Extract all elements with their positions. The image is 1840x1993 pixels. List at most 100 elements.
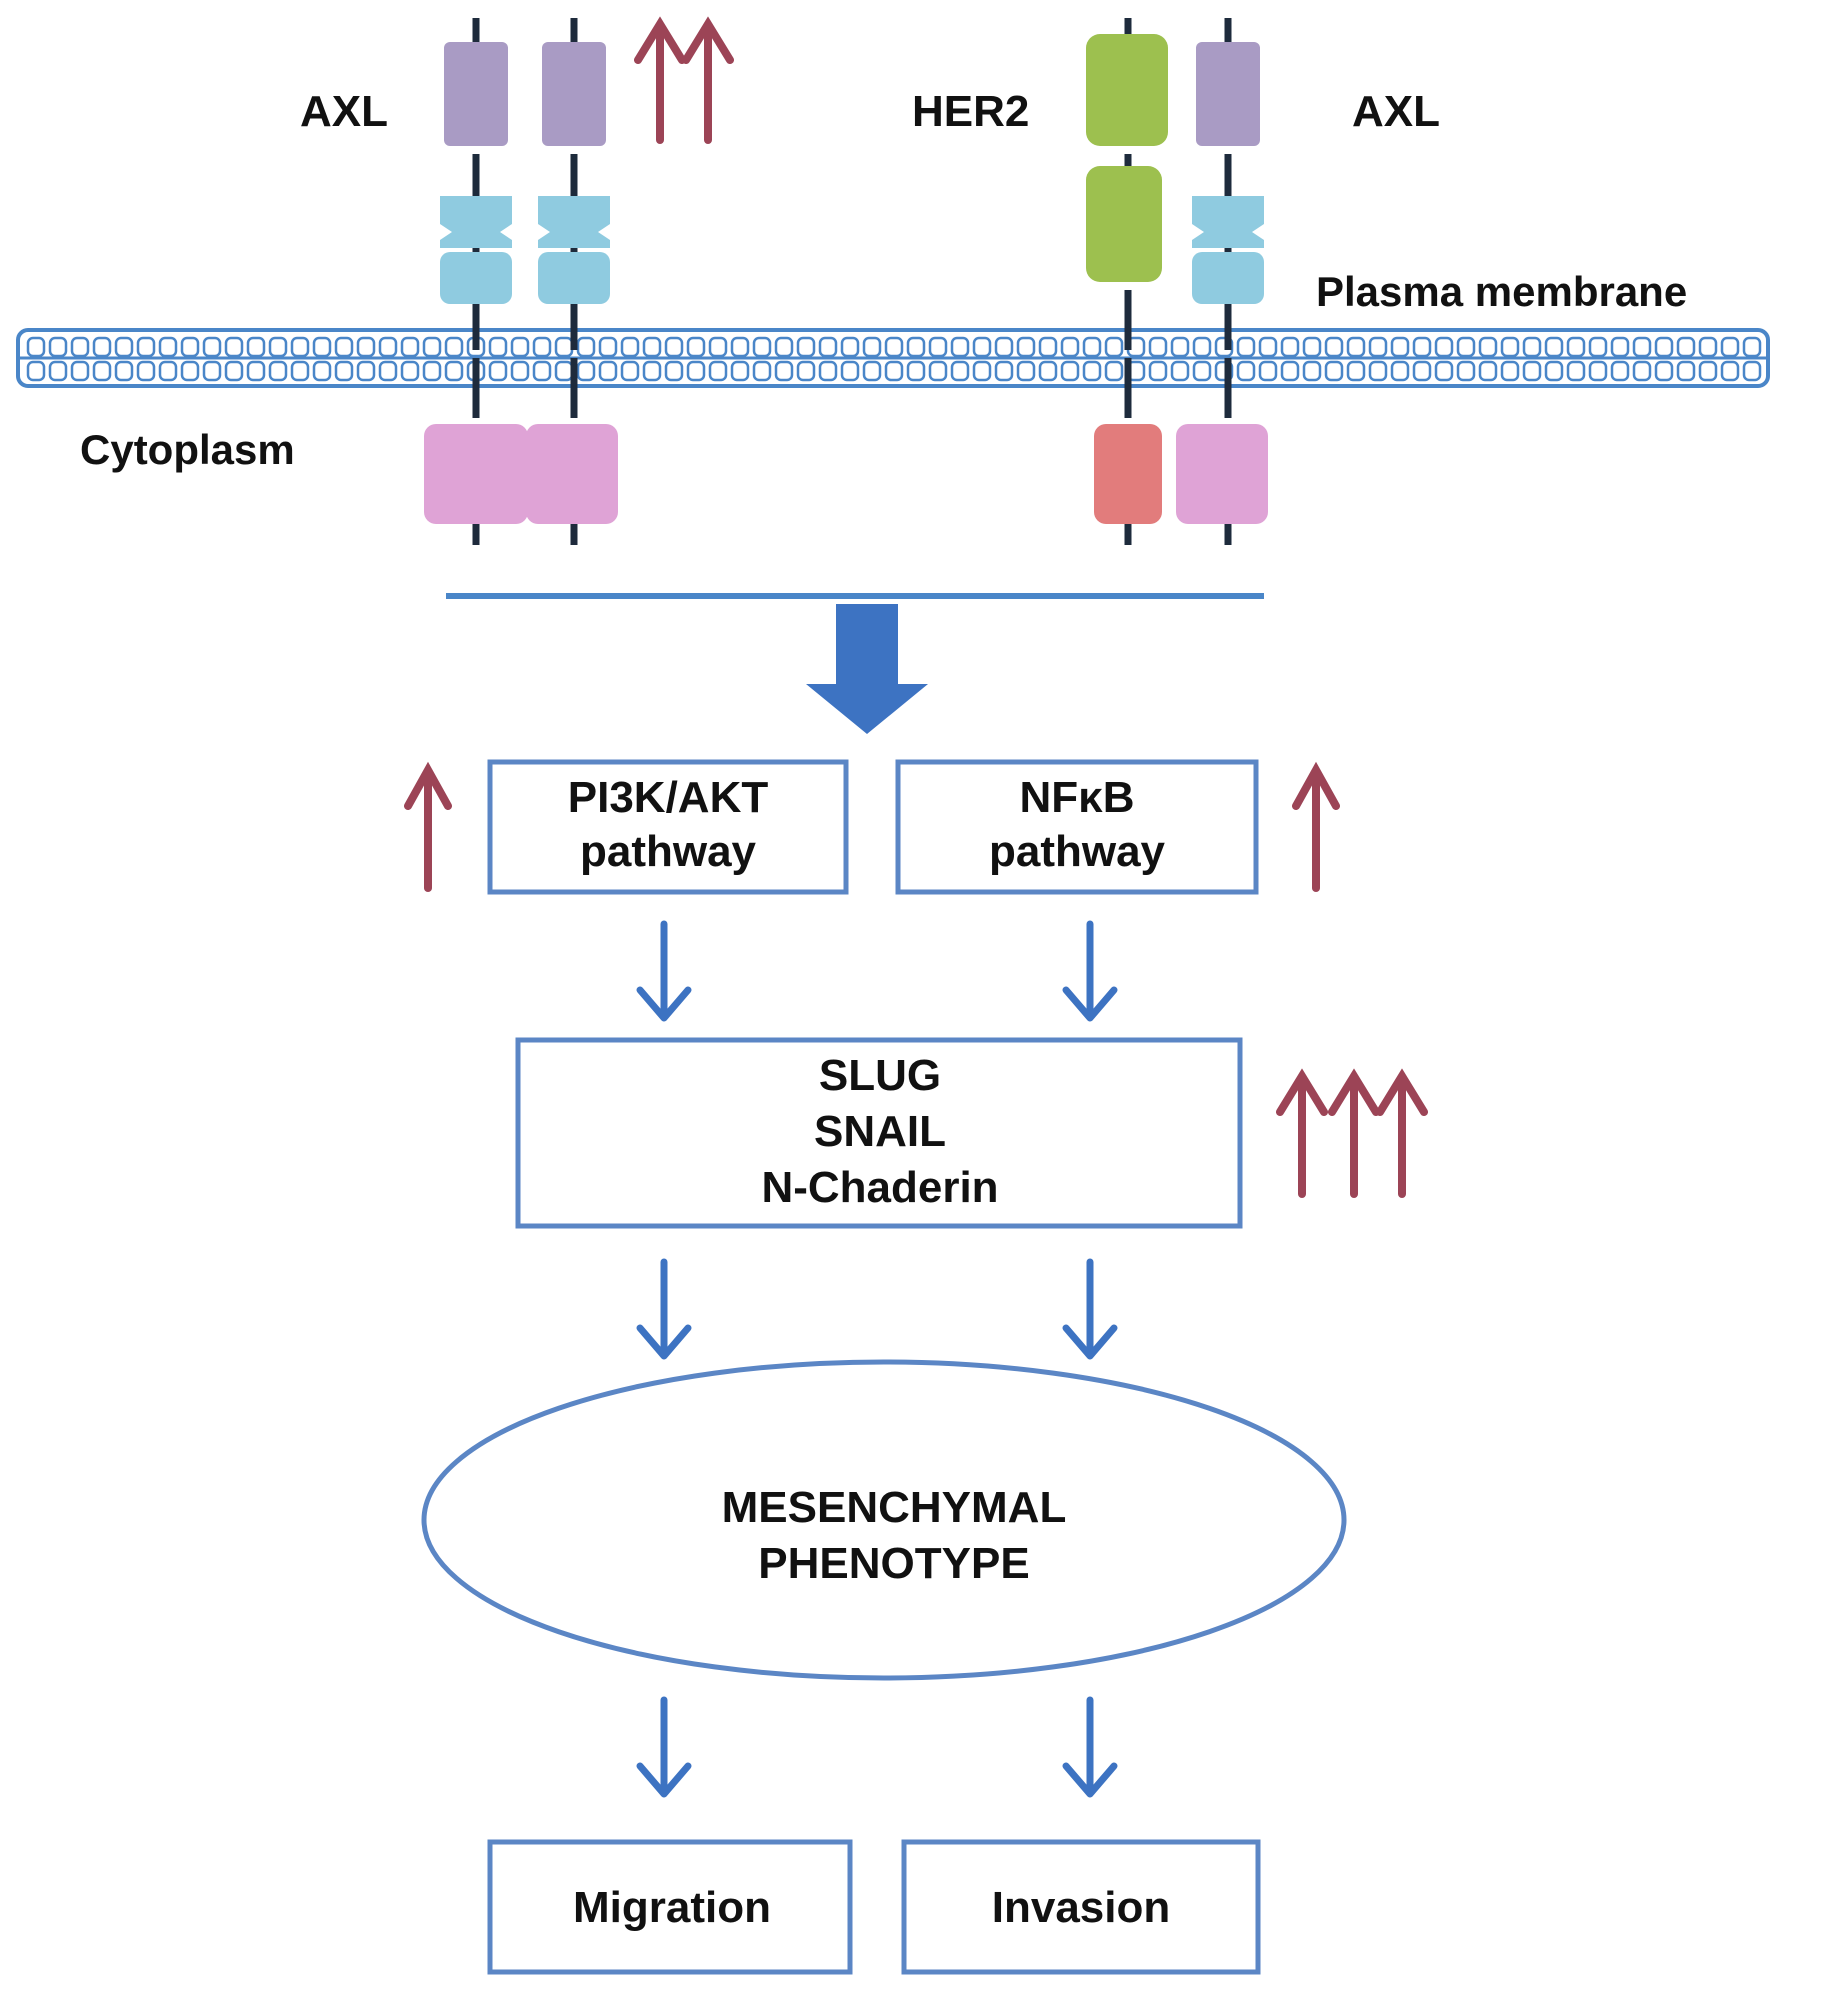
lipid-head-top [136, 336, 156, 358]
lipid-head-bottom [114, 360, 134, 382]
up-arrow-pi3k [404, 761, 452, 892]
flow-arrow-left-to-phenotype [636, 1258, 692, 1360]
lipid-head-top [444, 336, 464, 358]
flow-arrow-nfkb-down [1062, 920, 1118, 1022]
lipid-head-top [598, 336, 618, 358]
lipid-head-bottom [1192, 360, 1212, 382]
lipid-head-bottom [884, 360, 904, 382]
lipid-head-top [1522, 336, 1542, 358]
pi3k-akt-box: PI3K/AKT pathway [487, 759, 849, 895]
lipid-head-bottom [400, 360, 420, 382]
phenotype-label: PHENOTYPE [758, 1539, 1029, 1588]
lipid-head-top [1346, 336, 1366, 358]
lipid-head-bottom [862, 360, 882, 382]
lipid-head-bottom [642, 360, 662, 382]
lipid-head-bottom [224, 360, 244, 382]
lipid-head-top [1280, 336, 1300, 358]
lipid-head-bottom [356, 360, 376, 382]
lipid-head-top [378, 336, 398, 358]
lipid-head-top [1016, 336, 1036, 358]
lipid-head-bottom [378, 360, 398, 382]
invasion-box: Invasion [901, 1839, 1261, 1975]
lipid-head-bottom [1214, 360, 1234, 382]
lipid-head-top [1610, 336, 1630, 358]
migration-box: Migration [487, 1839, 853, 1975]
lipid-head-top [1566, 336, 1586, 358]
lipid-head-top [158, 336, 178, 358]
lipid-head-top [664, 336, 684, 358]
lipid-head-bottom [1170, 360, 1190, 382]
lipid-head-bottom [136, 360, 156, 382]
lipid-head-bottom [1324, 360, 1344, 382]
lipid-head-top [1104, 336, 1124, 358]
lipid-head-top [532, 336, 552, 358]
pi3k-akt-label: PI3K/AKT [568, 773, 769, 822]
lipid-head-top [1654, 336, 1674, 358]
lipid-head-bottom [774, 360, 794, 382]
lipid-head-top [114, 336, 134, 358]
nfkb-box: NFκB pathway [895, 759, 1259, 895]
her2-label: HER2 [912, 87, 1029, 136]
snail-label: SNAIL [814, 1107, 946, 1156]
nfkb-pathway-label: pathway [989, 827, 1166, 876]
flow-arrow-to-invasion [1062, 1696, 1118, 1798]
lipid-head-bottom [1478, 360, 1498, 382]
lipid-head-top [1720, 336, 1740, 358]
pi3k-pathway-label: pathway [580, 827, 757, 876]
lipid-head-bottom [1456, 360, 1476, 382]
lipid-head-bottom [488, 360, 508, 382]
lipid-head-top [268, 336, 288, 358]
lipid-head-top [334, 336, 354, 358]
lipid-head-bottom [972, 360, 992, 382]
lipid-head-bottom [576, 360, 596, 382]
lipid-head-bottom [1412, 360, 1432, 382]
lipid-head-top [906, 336, 926, 358]
lipid-head-bottom [48, 360, 68, 382]
flow-arrow-right-to-phenotype [1062, 1258, 1118, 1360]
lipid-head-top [1192, 336, 1212, 358]
lipid-head-bottom [906, 360, 926, 382]
lipid-head-bottom [818, 360, 838, 382]
lipid-head-bottom [1148, 360, 1168, 382]
lipid-head-top [752, 336, 772, 358]
lipid-head-top [730, 336, 750, 358]
lipid-head-bottom [1500, 360, 1520, 382]
lipid-head-bottom [730, 360, 750, 382]
lipid-head-bottom [1038, 360, 1058, 382]
lipid-head-bottom [1434, 360, 1454, 382]
lipid-head-bottom [598, 360, 618, 382]
lipid-head-bottom [686, 360, 706, 382]
lipid-head-bottom [1346, 360, 1366, 382]
lipid-head-top [642, 336, 662, 358]
lipid-head-top [862, 336, 882, 358]
lipid-head-top [1038, 336, 1058, 358]
lipid-head-bottom [1676, 360, 1696, 382]
mesenchymal-phenotype-ellipse: MESENCHYMAL PHENOTYPE [421, 1359, 1347, 1681]
lipid-head-bottom [950, 360, 970, 382]
lipid-head-bottom [554, 360, 574, 382]
lipid-head-top [1368, 336, 1388, 358]
transcription-factors-box: SLUG SNAIL N-Chaderin [515, 1037, 1243, 1229]
lipid-head-bottom [620, 360, 640, 382]
lipid-head-top [488, 336, 508, 358]
lipid-head-bottom [1742, 360, 1762, 382]
lipid-head-bottom [422, 360, 442, 382]
up-arrows-triple [1276, 1068, 1428, 1198]
lipid-head-bottom [92, 360, 112, 382]
lipid-head-bottom [70, 360, 90, 382]
flow-arrow-to-migration [636, 1696, 692, 1798]
lipid-head-top [26, 336, 46, 358]
lipid-head-top [202, 336, 222, 358]
lipid-head-top [994, 336, 1014, 358]
lipid-head-top [1302, 336, 1322, 358]
lipid-head-top [1456, 336, 1476, 358]
lipid-head-top [620, 336, 640, 358]
lipid-head-bottom [312, 360, 332, 382]
up-arrows-axl-double [634, 16, 734, 144]
lipid-head-bottom [246, 360, 266, 382]
lipid-head-top [840, 336, 860, 358]
lipid-head-bottom [796, 360, 816, 382]
lipid-head-bottom [1390, 360, 1410, 382]
lipid-head-bottom [1566, 360, 1586, 382]
